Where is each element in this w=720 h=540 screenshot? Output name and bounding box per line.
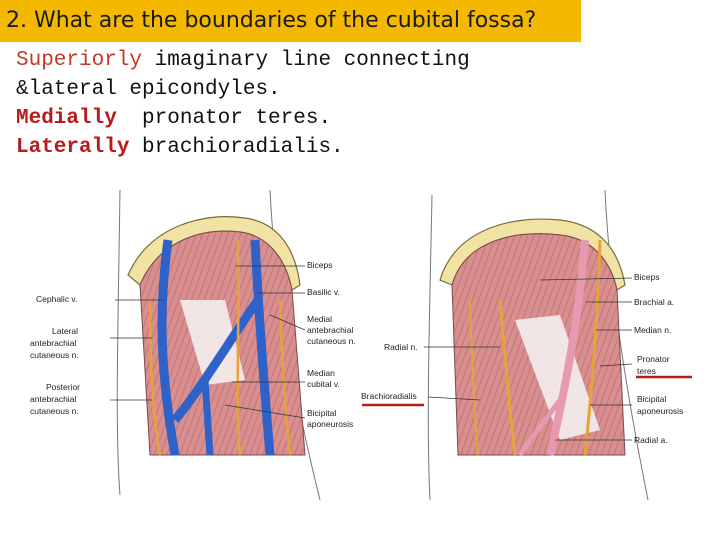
right-label-pronator-1: Pronator [637,354,670,364]
left-nerve-3 [278,299,292,456]
right-nerve-branch [469,299,479,456]
left-label-bicipital-1: Bicipital [307,408,336,418]
right-label-radial-a: Radial a. [634,435,668,445]
superiorly-term: Superiorly [16,49,143,72]
left-label-medial-2: antebrachial [307,325,353,335]
left-label-lateral-2: antebrachial [30,338,76,348]
right-label-pronator-2: teres [637,366,656,376]
left-nerve-1 [148,299,162,456]
left-label-medial-3: cutaneous n. [307,336,356,346]
left-label-bicipital-2: aponeurosis [307,419,353,429]
laterally-text: brachioradialis. [129,136,344,159]
brachial-artery [546,239,589,456]
right-arm-outline [427,189,649,501]
right-label-median-n: Median n. [634,325,671,335]
left-label-median-cubital-2: cubital v. [307,379,340,389]
laterally-term: Laterally [16,136,130,159]
cephalic-vein [157,239,180,456]
right-arm-figure: Biceps Brachial a. Median n. Pronator te… [361,189,683,501]
left-label-lateral-1: Lateral [52,326,78,336]
median-nerve [583,239,602,456]
medially-term: Medially [16,107,117,130]
medially-text: pronator teres. [116,107,332,130]
left-label-medial-1: Medial [307,314,332,324]
basilic-vein [250,239,275,456]
superiorly-text-1: imaginary line connecting [142,49,470,72]
left-label-posterior-1: Posterior [46,382,80,392]
right-label-radial-n: Radial n. [384,342,418,352]
radial-artery [517,398,563,457]
slide-title: 2. What are the boundaries of the cubita… [0,0,581,42]
left-label-cephalic-v: Cephalic v. [36,294,77,304]
left-label-posterior-2: antebrachial [30,394,76,404]
right-label-bicipital-1: Bicipital [637,394,666,404]
right-aponeurosis [515,315,600,440]
left-label-biceps: Biceps [307,260,333,270]
radial-nerve [498,299,517,456]
right-label-brachial-a: Brachial a. [634,297,674,307]
boundaries-text: Superiorly imaginary line connecting &la… [16,46,470,162]
left-arm-figure: Biceps Basilic v. Medial antebrachial cu… [30,189,356,501]
right-label-biceps: Biceps [634,272,660,282]
left-label-median-cubital-1: Median [307,368,335,378]
median-cubital-vein [171,297,262,423]
left-nerve-2 [236,239,242,456]
left-label-basilic-v: Basilic v. [307,287,340,297]
left-aponeurosis [180,300,245,385]
superiorly-text-2: &lateral epicondyles. [16,78,281,101]
right-label-brachioradialis: Brachioradialis [361,391,417,401]
left-label-lateral-3: cutaneous n. [30,350,79,360]
right-label-bicipital-2: aponeurosis [637,406,683,416]
left-label-posterior-3: cutaneous n. [30,406,79,416]
median-vein-forearm [201,379,214,456]
